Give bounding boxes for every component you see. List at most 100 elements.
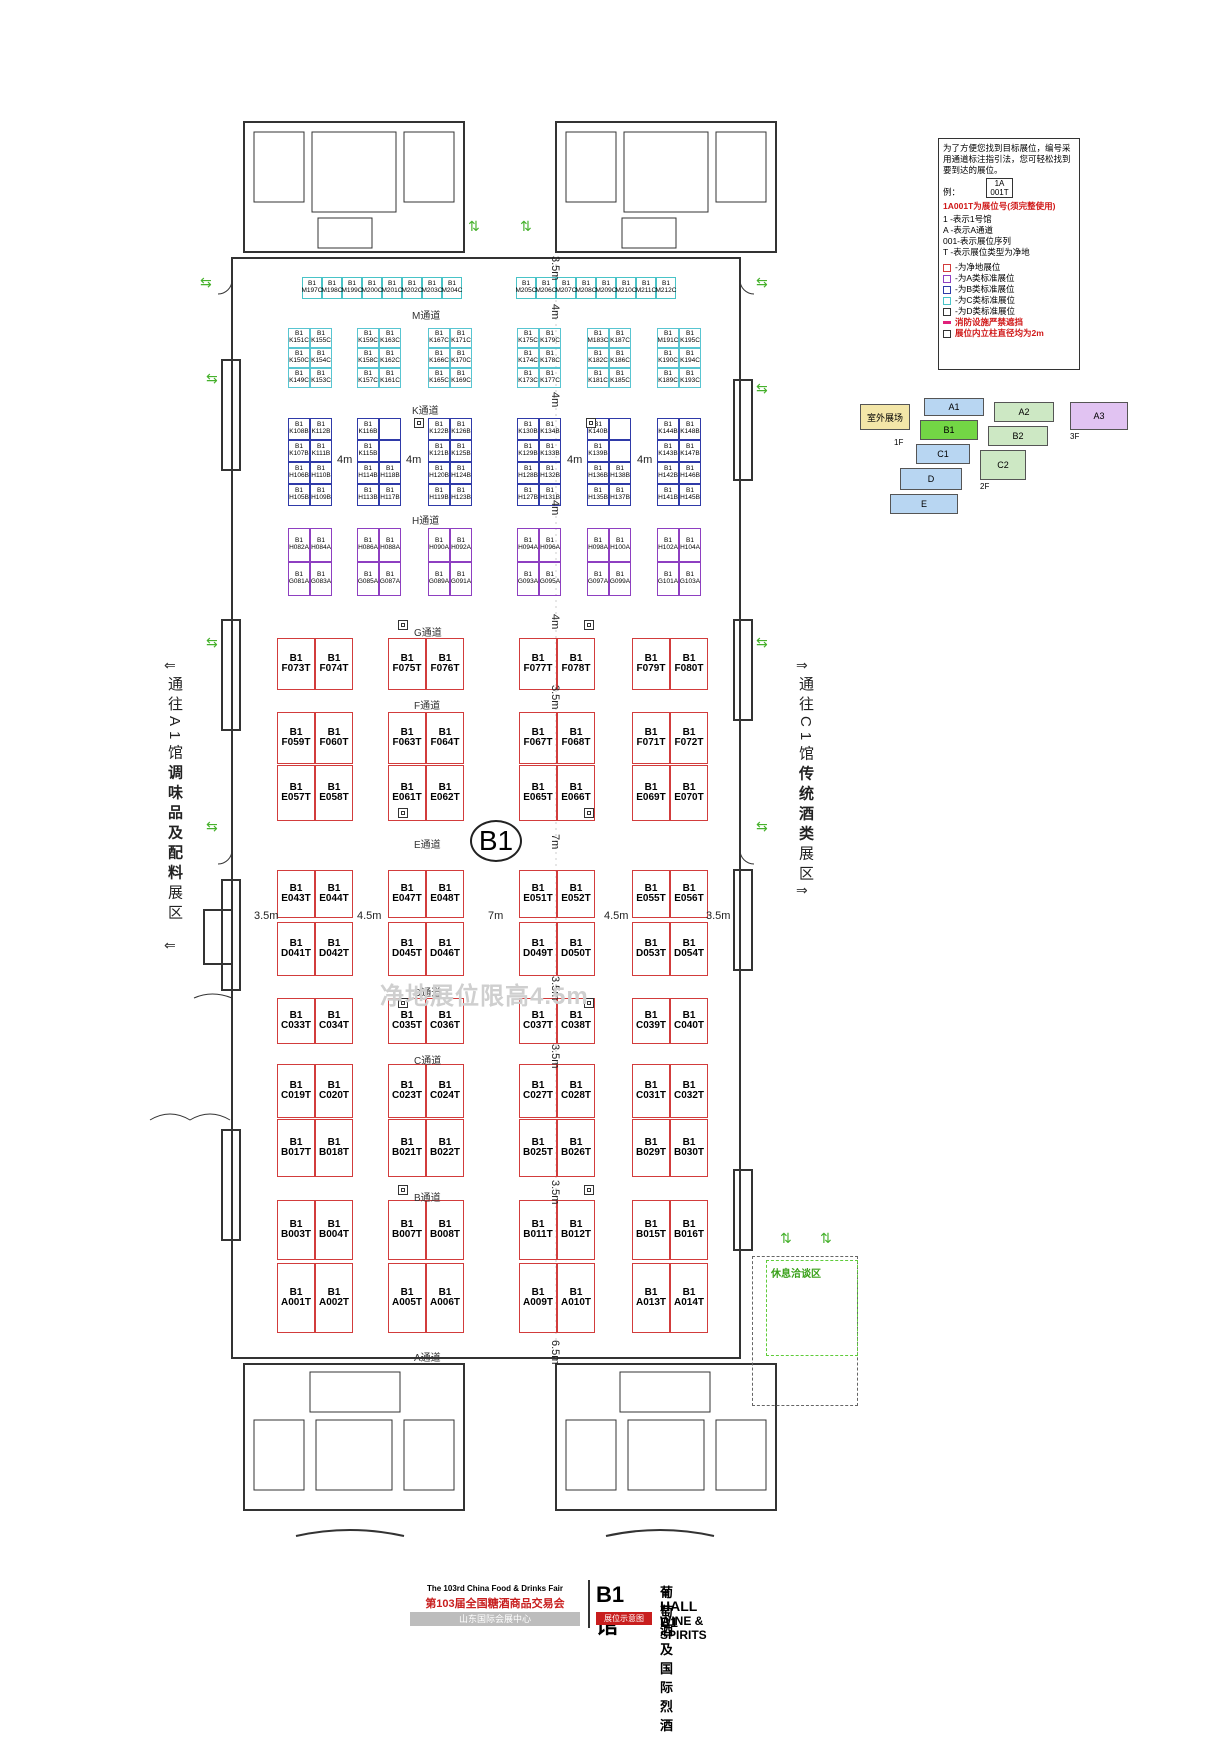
- booth[interactable]: [379, 440, 401, 462]
- booth[interactable]: [609, 440, 631, 462]
- booth[interactable]: [609, 418, 631, 440]
